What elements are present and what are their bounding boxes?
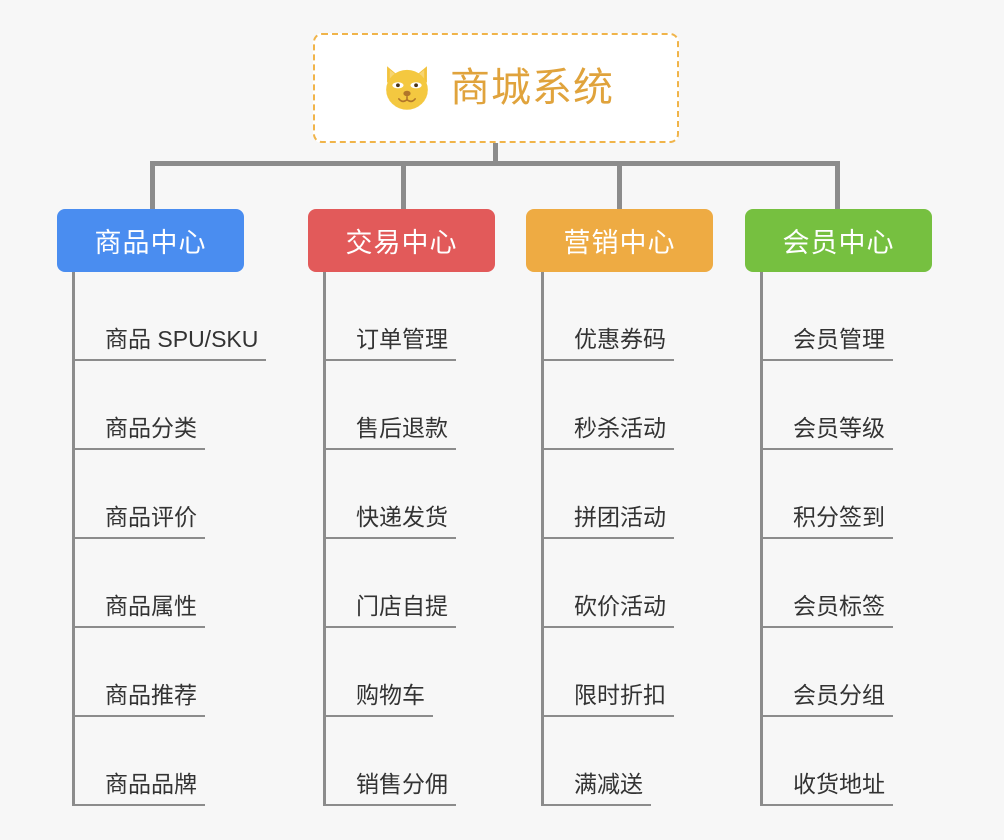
list-item[interactable]: 商品 SPU/SKU [72,272,267,361]
branch-header-label: 商品中心 [94,228,207,258]
list-item[interactable]: 会员等级 [760,361,893,450]
leaf-label: 会员等级 [760,415,893,450]
list-item[interactable]: 商品分类 [72,361,266,450]
branch-header-1[interactable]: 商品中心 [57,209,244,272]
leaf-label: 积分签到 [760,504,893,539]
list-item[interactable]: 商品推荐 [72,628,266,717]
leaf-label: 拼团活动 [541,504,674,539]
leaf-label: 会员分组 [760,682,893,717]
branch-column-2: 交易中心 订单管理 售后退款 快递发货 门店自提 购物车 销售分佣 [308,209,495,806]
leaf-label: 商品 SPU/SKU [72,326,267,361]
list-item[interactable]: 拼团活动 [541,450,674,539]
list-item[interactable]: 订单管理 [323,272,456,361]
list-item[interactable]: 限时折扣 [541,628,674,717]
branch-spine-4 [760,272,763,806]
branch-leaf-list-3: 优惠券码 秒杀活动 拼团活动 砍价活动 限时折扣 满减送 [541,272,674,806]
list-item[interactable]: 会员标签 [760,539,893,628]
branch-header-label: 会员中心 [782,228,895,258]
shiba-dog-face-icon [378,59,436,117]
root-title: 商城系统 [450,66,614,110]
list-item[interactable]: 快递发货 [323,450,456,539]
list-item[interactable]: 商品属性 [72,539,266,628]
branch-spine-1 [72,272,75,806]
list-item[interactable]: 销售分佣 [323,717,456,806]
leaf-label: 秒杀活动 [541,415,674,450]
leaf-label: 收货地址 [760,771,893,806]
list-item[interactable]: 优惠券码 [541,272,674,361]
leaf-label: 商品评价 [72,504,205,539]
branch-header-2[interactable]: 交易中心 [308,209,495,272]
leaf-label: 商品分类 [72,415,205,450]
leaf-label: 优惠券码 [541,326,674,361]
list-item[interactable]: 购物车 [323,628,456,717]
list-item[interactable]: 会员分组 [760,628,893,717]
list-item[interactable]: 收货地址 [760,717,893,806]
leaf-label: 商品属性 [72,593,205,628]
branch-column-3: 营销中心 优惠券码 秒杀活动 拼团活动 砍价活动 限时折扣 满减送 [526,209,713,806]
leaf-label: 满减送 [541,771,651,806]
list-item[interactable]: 售后退款 [323,361,456,450]
leaf-label: 门店自提 [323,593,456,628]
trunk-horizontal-connector [150,161,840,166]
leaf-label: 购物车 [323,682,433,717]
branch-leaf-list-1: 商品 SPU/SKU 商品分类 商品评价 商品属性 商品推荐 商品品牌 [72,272,267,806]
leaf-label: 快递发货 [323,504,456,539]
leaf-label: 商品推荐 [72,682,205,717]
list-item[interactable]: 商品评价 [72,450,266,539]
leaf-label: 会员管理 [760,326,893,361]
trunk-drop-connector-4 [835,161,840,209]
list-item[interactable]: 满减送 [541,717,674,806]
leaf-label: 订单管理 [323,326,456,361]
branch-leaf-list-4: 会员管理 会员等级 积分签到 会员标签 会员分组 收货地址 [760,272,893,806]
list-item[interactable]: 积分签到 [760,450,893,539]
branch-column-4: 会员中心 会员管理 会员等级 积分签到 会员标签 会员分组 收货地址 [745,209,932,806]
trunk-drop-connector-2 [401,161,406,209]
branch-header-4[interactable]: 会员中心 [745,209,932,272]
branch-leaf-list-2: 订单管理 售后退款 快递发货 门店自提 购物车 销售分佣 [323,272,456,806]
branch-header-label: 交易中心 [345,228,458,258]
branch-header-label: 营销中心 [563,228,676,258]
leaf-label: 售后退款 [323,415,456,450]
leaf-label: 销售分佣 [323,771,456,806]
trunk-drop-connector-1 [150,161,155,209]
list-item[interactable]: 砍价活动 [541,539,674,628]
leaf-label: 会员标签 [760,593,893,628]
branch-spine-2 [323,272,326,806]
list-item[interactable]: 商品品牌 [72,717,266,806]
branch-column-1: 商品中心 商品 SPU/SKU 商品分类 商品评价 商品属性 商品推荐 商品品牌 [57,209,267,806]
leaf-label: 限时折扣 [541,682,674,717]
leaf-label: 商品品牌 [72,771,205,806]
trunk-drop-connector-3 [617,161,622,209]
leaf-label: 砍价活动 [541,593,674,628]
root-node[interactable]: 商城系统 [313,33,679,143]
list-item[interactable]: 秒杀活动 [541,361,674,450]
branch-spine-3 [541,272,544,806]
list-item[interactable]: 门店自提 [323,539,456,628]
branch-header-3[interactable]: 营销中心 [526,209,713,272]
list-item[interactable]: 会员管理 [760,272,893,361]
trunk-stem-connector [493,143,498,166]
